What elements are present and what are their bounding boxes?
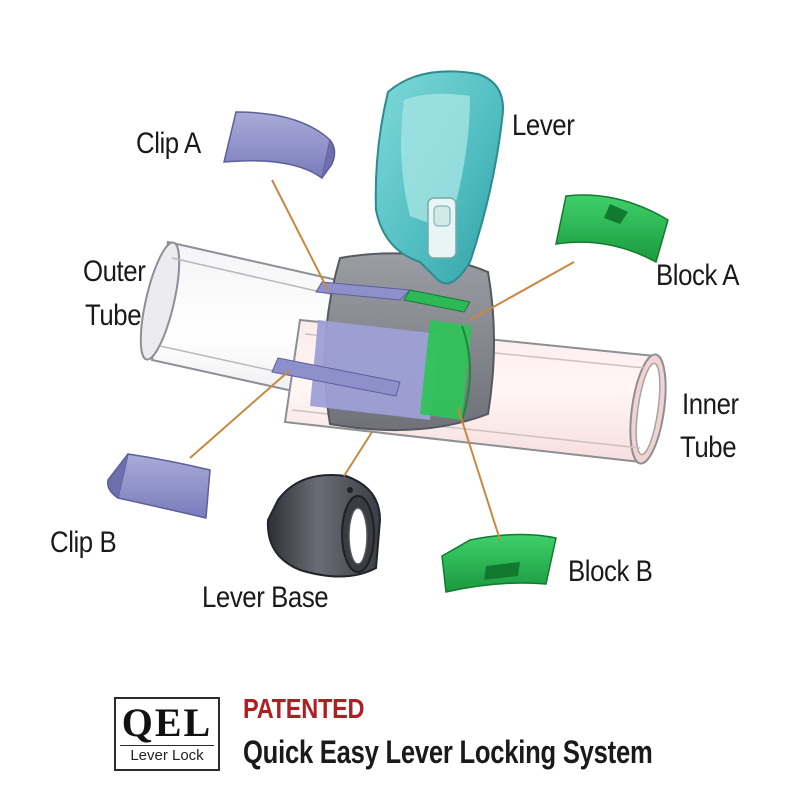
qel-logo-icon: QEL Lever Lock <box>114 697 220 771</box>
tagline: Quick Easy Lever Locking System <box>243 734 653 770</box>
label-inner-tube-line1: Inner <box>682 388 739 421</box>
label-clip-b: Clip B <box>50 526 117 559</box>
label-clip-a: Clip A <box>136 127 201 160</box>
leader-block-a <box>469 261 575 321</box>
label-block-a: Block A <box>656 259 740 292</box>
clip-a-part <box>223 111 336 180</box>
label-lever-base: Lever Base <box>202 581 329 614</box>
label-block-b: Block B <box>568 555 653 588</box>
block-b-part <box>441 533 557 593</box>
logo-mark: QEL <box>121 700 213 745</box>
block-a-part <box>555 194 669 264</box>
leader-block-b <box>457 407 501 541</box>
clip-b-part <box>106 453 211 519</box>
logo-subtitle: Lever Lock <box>120 745 214 766</box>
leader-lever-base <box>343 431 373 477</box>
lever-base-part <box>266 474 382 578</box>
lever <box>374 70 504 285</box>
leader-clip-b <box>189 369 291 459</box>
leader-lines <box>189 179 575 541</box>
lever-housing <box>271 252 495 432</box>
leader-clip-a <box>271 179 329 291</box>
label-outer-tube-line1: Outer <box>83 255 146 288</box>
label-outer-tube-line2: Tube <box>85 299 142 332</box>
patented-label: PATENTED <box>243 693 365 724</box>
label-inner-tube-line2: Tube <box>680 431 737 464</box>
label-lever: Lever <box>512 109 575 142</box>
